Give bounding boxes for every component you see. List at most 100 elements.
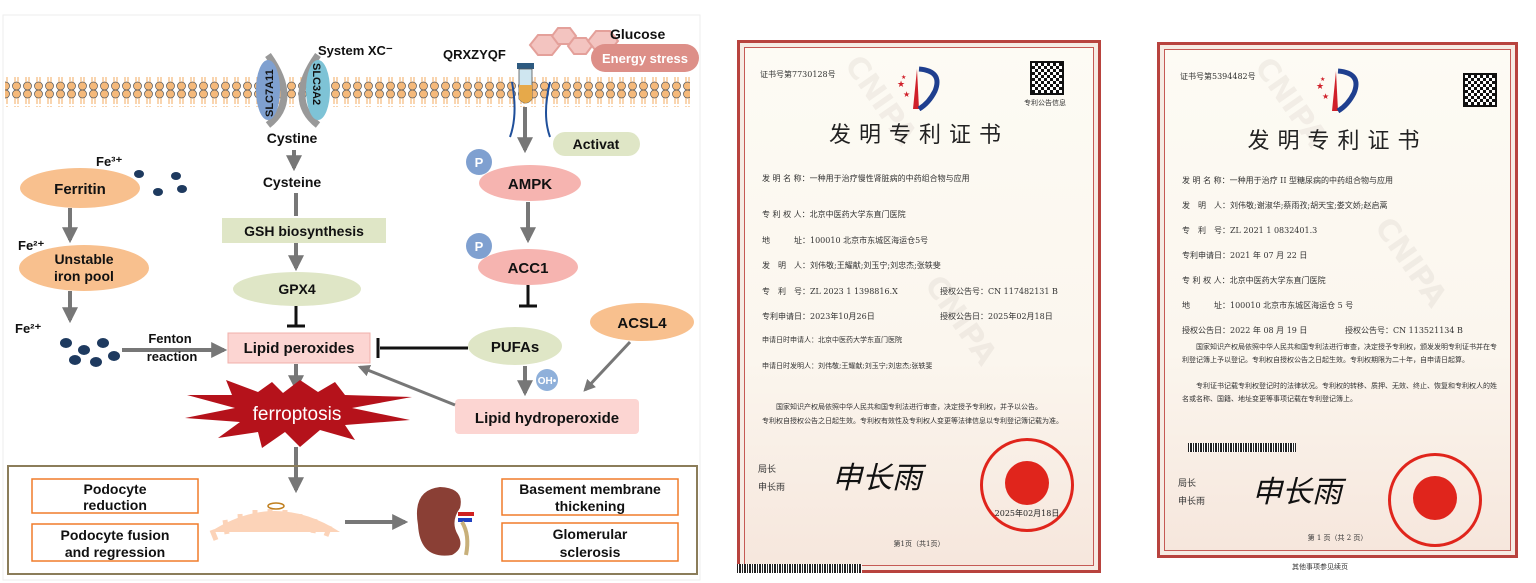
- outcome-label: Podocyte: [83, 481, 146, 497]
- acc1-label: ACC1: [508, 260, 549, 277]
- phospho-circle-acc1: [466, 233, 492, 259]
- field-address: 地 址：100010 北京市东城区海运仓 5 号: [1182, 301, 1354, 310]
- chief-name: 申长雨: [758, 483, 786, 493]
- signature: 申长雨: [1252, 475, 1342, 510]
- official-seal: 2025年02月18日: [980, 438, 1074, 532]
- patent-certificate-2: CNIPA CNIPA 证书号第5394482号 ★★★ 发明专利证书 发 明 …: [1157, 42, 1518, 558]
- oh-label: OH•: [538, 376, 557, 387]
- field-inventors: 发 明 人：刘伟敬;王耀献;刘玉宁;刘忠杰;张轶斐: [762, 261, 941, 270]
- outcome-label: and regression: [65, 544, 165, 560]
- kidney-icon: [416, 487, 474, 556]
- podocyte-reduction-box: [31, 478, 199, 514]
- svg-text:★: ★: [901, 74, 906, 81]
- barcode: [1188, 443, 1296, 452]
- signature: 申长雨: [832, 461, 922, 496]
- field-filing-date: 专利申请日：2021 年 07 月 22 日: [1182, 251, 1308, 260]
- national-emblem-icon: [1413, 476, 1457, 520]
- gpx4-node: [233, 272, 361, 306]
- gpx4-label: GPX4: [278, 281, 316, 297]
- cnipa-logo-icon: ★★★: [1316, 68, 1358, 113]
- outcome-label: reduction: [83, 497, 147, 513]
- energy-stress-label: Energy stress: [602, 51, 688, 66]
- watermark: CNIPA: [1367, 211, 1454, 314]
- acsl4-node: [590, 303, 694, 341]
- reaction-label: reaction: [147, 349, 198, 364]
- cystine-label: Cystine: [267, 130, 318, 146]
- activat-label: Activat: [573, 136, 620, 152]
- certificate-title: 发明专利证书: [1247, 129, 1428, 154]
- outcome-label: Glomerular: [553, 526, 628, 542]
- field-patent-number: 专 利 号：ZL 2021 1 0832401.3: [1182, 226, 1318, 235]
- svg-text:★: ★: [1320, 76, 1325, 83]
- lipid-hydroperoxide-box: [455, 399, 639, 434]
- lipid-hydroperoxide-label: Lipid hydroperoxide: [475, 410, 619, 427]
- podocyte-icon: [209, 502, 340, 541]
- slc7a11-label: SLC7A11: [264, 69, 276, 117]
- field-inventors: 发 明 人：刘伟敬;谢淑华;蔡雨孜;胡天宝;娄文娇;赵启蒿: [1182, 201, 1388, 210]
- chief-title: 局长: [1178, 479, 1197, 489]
- field-grant-number: 授权公告号：CN 117482131 B: [940, 287, 1058, 296]
- field-grant-number: 授权公告号：CN 113521134 B: [1345, 326, 1463, 335]
- lipid-peroxides-label: Lipid peroxides: [244, 340, 355, 357]
- gsh-biosynthesis-box: [222, 218, 386, 243]
- ferroptosis-pathway-diagram: SLC7A11 SLC3A2 System XC⁻ Cystine Cystei…: [2, 14, 701, 581]
- outcome-label: thickening: [555, 498, 625, 514]
- fe2-label-top: Fe²⁺: [18, 238, 45, 253]
- field-invention-name: 发 明 名 称：一种用于治疗慢性肾脏病的中药组合物与应用: [762, 174, 970, 183]
- activat-pill: [553, 132, 640, 156]
- page-number: 第1页（共1页）: [893, 540, 945, 548]
- phospho-label: P: [475, 239, 484, 254]
- seal-date: 2025年02月18日: [994, 509, 1060, 518]
- field-grant-date: 授权公告日：2022 年 08 月 19 日: [1182, 326, 1308, 335]
- qrxzyqf-tube-icon: [509, 63, 551, 138]
- svg-text:★: ★: [1322, 92, 1329, 101]
- fe2-label-bottom: Fe²⁺: [15, 321, 42, 336]
- pufas-node: [468, 327, 562, 365]
- unstable-label: Unstable: [54, 251, 113, 267]
- qrxzyqf-label: QRXZYQF: [443, 47, 506, 62]
- ferritin-node: [20, 168, 140, 208]
- legal-paragraph: 专利权自授权公告之日起生效。专利权有效性及专利权人变更等法律信息以专利登记簿记载…: [762, 417, 1063, 425]
- legal-paragraph: 国家知识产权局依照中华人民共和国专利法进行审查，决定授予专利权，并予以公告。: [776, 403, 1042, 411]
- iron-pool-label: iron pool: [54, 268, 114, 284]
- system-xc-label: System XC⁻: [318, 43, 393, 58]
- qr-code[interactable]: [1030, 61, 1064, 95]
- ferroptosis-burst: [185, 380, 412, 448]
- field-grant-date: 授权公告日：2025年02月18日: [940, 312, 1053, 321]
- ferritin-label: Ferritin: [54, 181, 106, 198]
- field-applicant: 申请日时申请人：北京中医药大学东直门医院: [762, 336, 902, 344]
- field-patent-number: 专 利 号：ZL 2023 1 1398816.X: [762, 287, 898, 296]
- system-xc-transporter: SLC7A11 SLC3A2: [256, 52, 330, 128]
- hydroxyl-radical-circle: [536, 369, 558, 391]
- phospho-circle-ampk: [466, 149, 492, 175]
- cell-membrane: [5, 77, 690, 107]
- outcome-label: Basement membrane: [519, 481, 661, 497]
- certificate-number: 证书号第7730128号: [760, 70, 836, 79]
- acc1-node: [478, 249, 578, 285]
- acsl4-label: ACSL4: [617, 315, 667, 332]
- field-filing-date: 专利申请日：2023年10月26日: [762, 312, 875, 321]
- outcome-label: Podocyte fusion: [61, 527, 170, 543]
- ampk-node: [479, 165, 581, 201]
- legal-paragraph: 专利证书记载专利权登记时的法律状况。专利权的转移、质押、无效、终止、恢复和专利权…: [1182, 382, 1497, 403]
- field-patentee: 专 利 权 人：北京中医药大学东直门医院: [762, 210, 906, 219]
- legal-paragraph: 国家知识产权局依照中华人民共和国专利法进行审查，决定授予专利权，颁发发明专利证书…: [1182, 343, 1497, 364]
- svg-text:★: ★: [897, 80, 905, 90]
- field-patentee: 专 利 权 人：北京中医药大学东直门医院: [1182, 276, 1326, 285]
- outcome-label: sclerosis: [560, 544, 621, 560]
- outcomes-panel: [7, 465, 698, 575]
- energy-stress-pill: [591, 44, 699, 72]
- patent-certificate-1: CNIPA CNIPA 证书号第7730128号 ★★★ 专利公告信息 发明专利…: [737, 40, 1101, 573]
- fe2-dots: [60, 338, 120, 367]
- barcode: [737, 564, 862, 573]
- ampk-label: AMPK: [508, 176, 552, 193]
- page-number: 第 1 页（共 2 页）: [1307, 534, 1368, 542]
- podocyte-fusion-box: [31, 523, 199, 562]
- lipid-peroxides-box: [227, 332, 371, 364]
- qr-code[interactable]: [1463, 73, 1497, 107]
- cnipa-logo-icon: ★★★: [897, 66, 940, 111]
- field-applicant-inventors: 申请日时发明人：刘伟敬;王耀献;刘玉宁;刘忠杰;张轶斐: [762, 362, 933, 370]
- chief-block: 局长申长雨: [1178, 475, 1205, 511]
- svg-text:★: ★: [1316, 82, 1324, 92]
- fenton-label: Fenton: [148, 331, 191, 346]
